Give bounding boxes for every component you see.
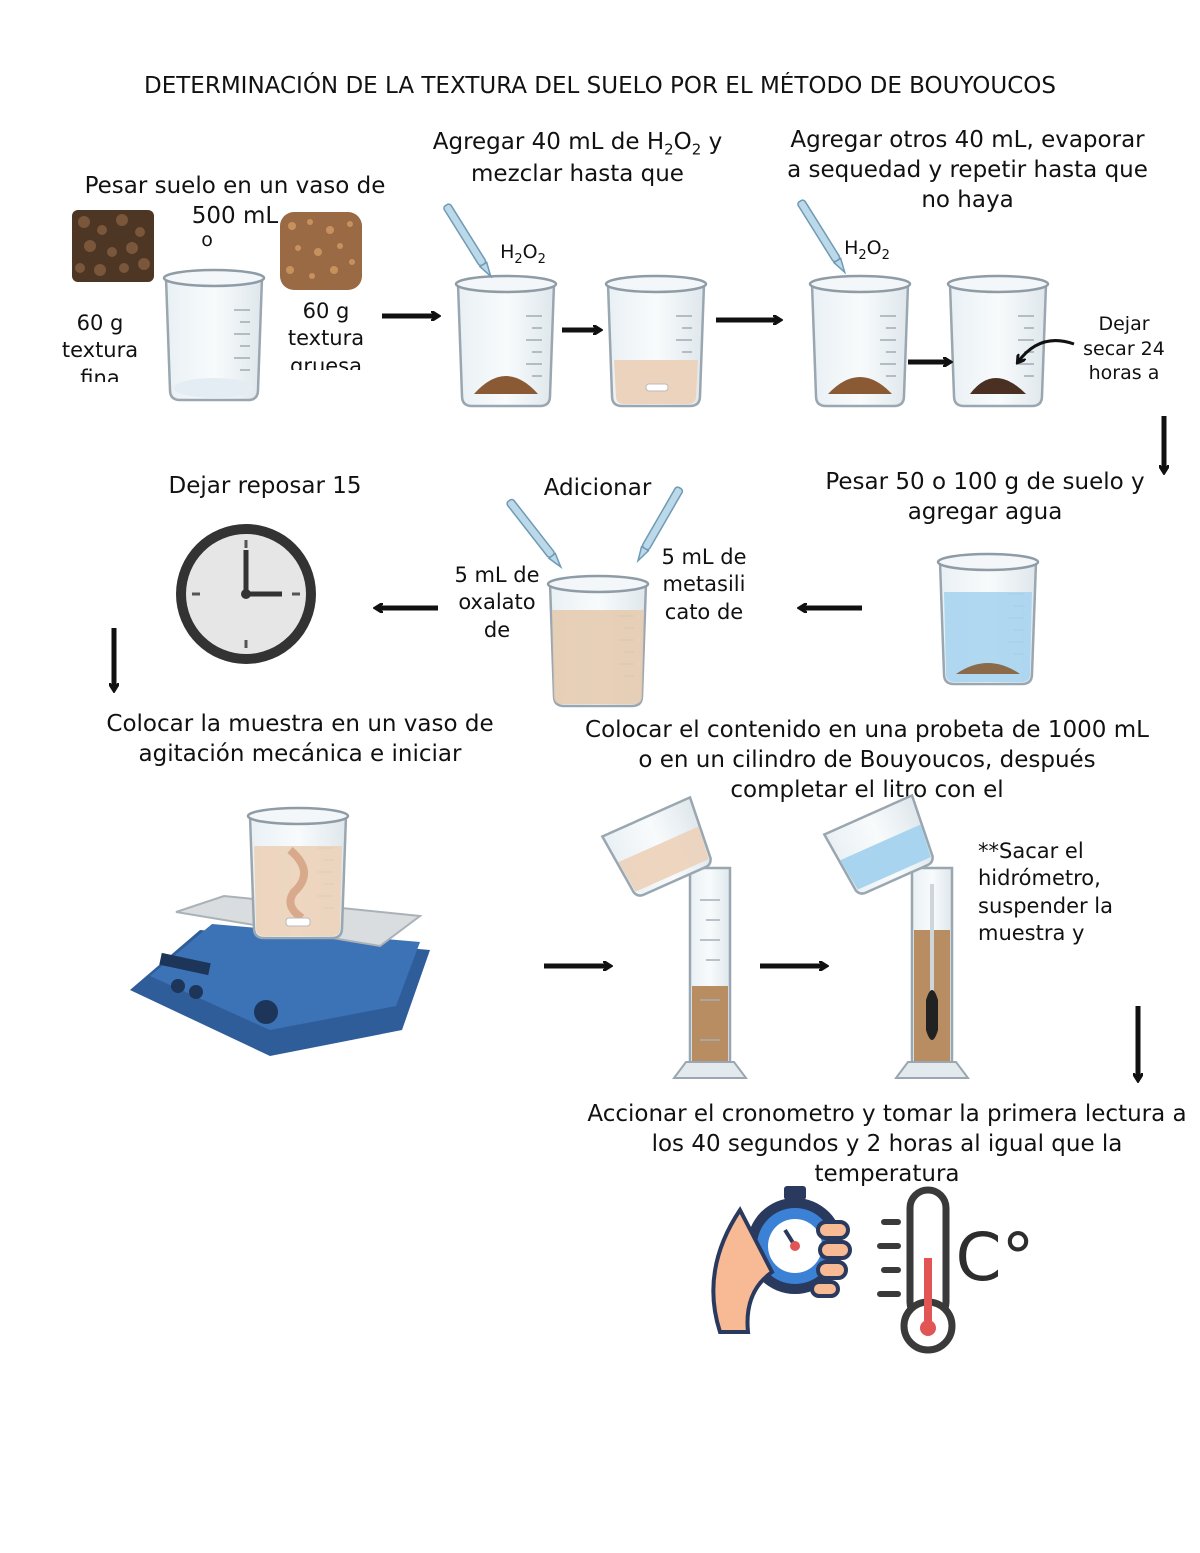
beaker-icon-empty — [162, 268, 266, 402]
beaker-icon-water — [936, 552, 1040, 686]
arrow-icon-row1 — [382, 316, 1164, 472]
graduated-cylinder-icon-1 — [600, 795, 748, 1079]
stirrer-icon — [130, 806, 430, 1056]
beaker-icon-dispersant — [546, 574, 650, 708]
oxalate-label: 5 mL de oxalato de — [454, 563, 540, 642]
stopwatch-icon — [711, 1186, 852, 1334]
hydrometer-note: **Sacar el hidrómetro, suspender la mues… — [978, 839, 1114, 945]
step4-label: Pesar 50 o 100 g de suelo y agregar agua — [825, 469, 1145, 525]
beaker-icon-dry — [946, 274, 1050, 408]
h2o2-label-1: H2O2 — [500, 241, 546, 267]
celsius-label: C° — [955, 1219, 1035, 1296]
pipette-icon-oxalate — [505, 497, 565, 571]
dry-label: Dejar secar 24 horas a — [1083, 313, 1165, 385]
clock-icon — [176, 524, 316, 664]
beaker-icon-suspension — [604, 274, 708, 408]
step7-label: Colocar la muestra en un vaso de agitaci… — [106, 711, 494, 767]
step8-label: Colocar el contenido en una probeta de 1… — [585, 717, 1149, 803]
beaker-icon-soil-1 — [454, 274, 558, 408]
step2-label: Agregar 40 mL de H2O2 y mezclar hasta qu… — [432, 129, 723, 188]
hydrometer-icon — [926, 884, 938, 1040]
beaker-icon-soil-2 — [808, 274, 912, 408]
page-title: DETERMINACIÓN DE LA TEXTURA DEL SUELO PO… — [144, 73, 1056, 99]
metasilicate-label: 5 mL de metasili cato de — [661, 545, 747, 624]
or-label: o — [201, 229, 213, 251]
thermometer-icon — [877, 1186, 956, 1354]
soil-fine-icon — [72, 210, 154, 282]
fine-texture-label: 60 g textura fina — [61, 311, 139, 382]
step3-label: Agregar otros 40 mL, evaporar a sequedad… — [787, 127, 1148, 213]
step5-label: Adicionar — [543, 475, 652, 501]
step9-label: Accionar el cronometro y tomar la primer… — [587, 1101, 1187, 1187]
curved-arrow-icon — [1018, 339, 1075, 362]
pipette-icon-1 — [442, 202, 495, 280]
pipette-icon-metasilicate — [633, 485, 685, 564]
h2o2-label-2: H2O2 — [844, 237, 890, 263]
soil-coarse-icon — [280, 212, 362, 290]
pipette-icon-2 — [796, 198, 849, 276]
coarse-texture-label: 60 g textura gruesa — [287, 299, 365, 370]
step6-label: Dejar reposar 15 — [168, 473, 362, 499]
step1-label: Pesar suelo en un vaso de 500 mL — [84, 173, 386, 229]
